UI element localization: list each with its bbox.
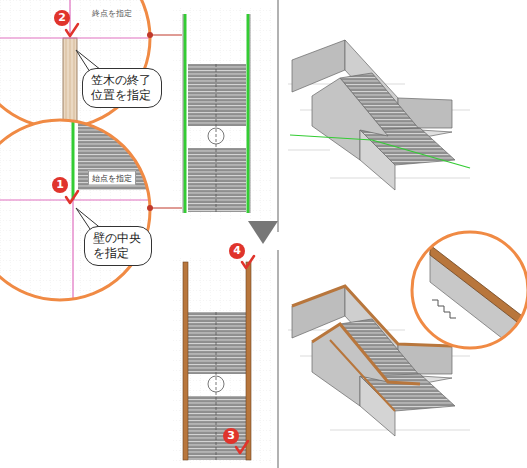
cursor-tip: 始点を指定 — [88, 171, 136, 186]
zoom-detail — [412, 232, 527, 360]
bubble-text: 壁の中央を指定 — [93, 231, 143, 261]
callout-number: 3 — [223, 428, 239, 444]
plan-view-after — [172, 258, 272, 464]
stair-3d-before — [288, 40, 470, 190]
zoom-leader — [147, 32, 182, 211]
check-mark — [66, 24, 254, 453]
separator — [277, 0, 279, 232]
speech-bubble: 壁の中央を指定 — [84, 226, 152, 266]
step-arrow — [248, 221, 278, 244]
speech-bubble: 笠木の終了位置を指定 — [82, 68, 162, 108]
plan-view-before — [172, 8, 272, 220]
separator — [277, 250, 279, 468]
zoom-start-point — [0, 110, 160, 310]
bubble-text: 笠木の終了位置を指定 — [91, 73, 153, 103]
cursor-tip: 終点を指定 — [90, 7, 134, 20]
callout-number: 2 — [54, 10, 70, 26]
callout-number: 4 — [229, 243, 245, 259]
callout-number: 1 — [52, 177, 68, 193]
